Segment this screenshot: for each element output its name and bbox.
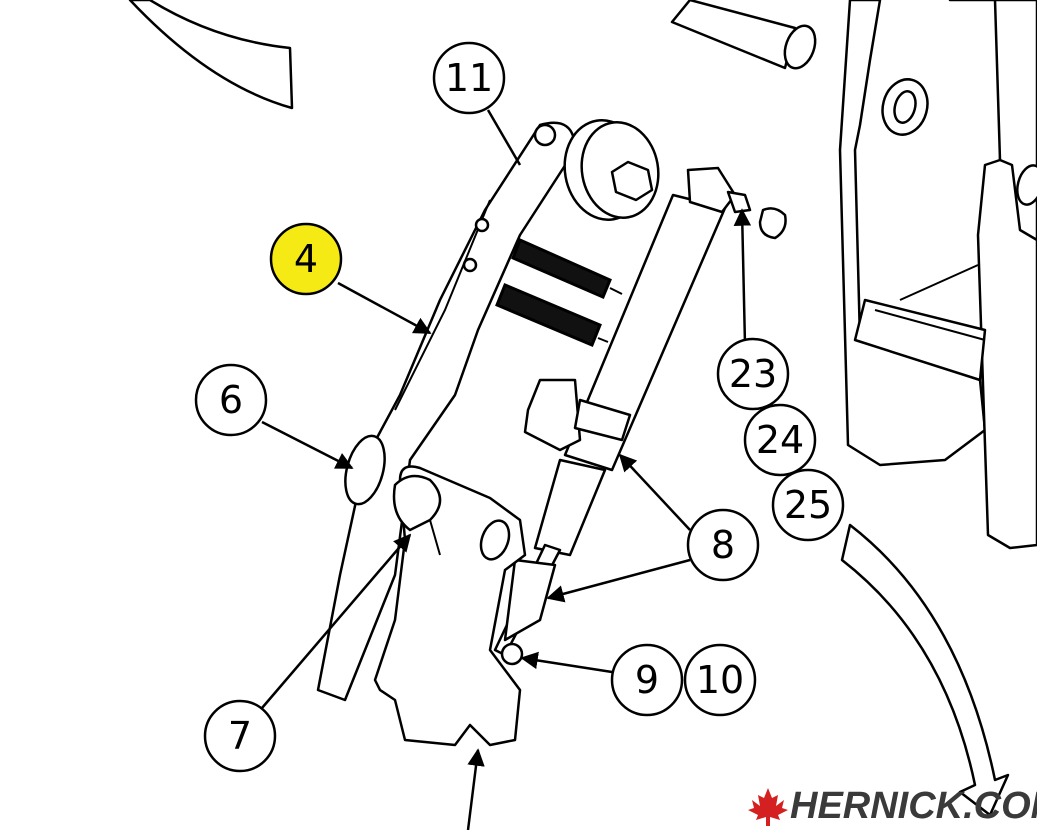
lower-bracket xyxy=(373,465,527,747)
watermark: HERNICK.COM xyxy=(748,785,1037,827)
watermark-text: HERNICK.COM xyxy=(790,785,1037,827)
springs xyxy=(495,237,623,347)
callout-6[interactable]: 6 xyxy=(194,363,268,437)
maple-leaf-icon xyxy=(748,788,788,826)
callout-24[interactable]: 24 xyxy=(743,403,817,477)
leader-lines xyxy=(261,109,752,830)
callout-23[interactable]: 23 xyxy=(716,337,790,411)
callout-7[interactable]: 7 xyxy=(203,699,277,773)
rotation-arrow xyxy=(840,523,1010,817)
right-frame xyxy=(838,0,1037,550)
callout-4[interactable]: 4 xyxy=(269,222,343,296)
top-shaft xyxy=(670,0,817,70)
callout-9[interactable]: 9 xyxy=(610,643,684,717)
hydraulic-cylinder xyxy=(493,166,787,666)
top-left-plate xyxy=(128,0,294,110)
callout-10[interactable]: 10 xyxy=(683,643,757,717)
callout-8[interactable]: 8 xyxy=(686,508,760,582)
callout-25[interactable]: 25 xyxy=(771,468,845,542)
pulley-wheel xyxy=(563,119,660,221)
callout-11[interactable]: 11 xyxy=(432,41,506,115)
